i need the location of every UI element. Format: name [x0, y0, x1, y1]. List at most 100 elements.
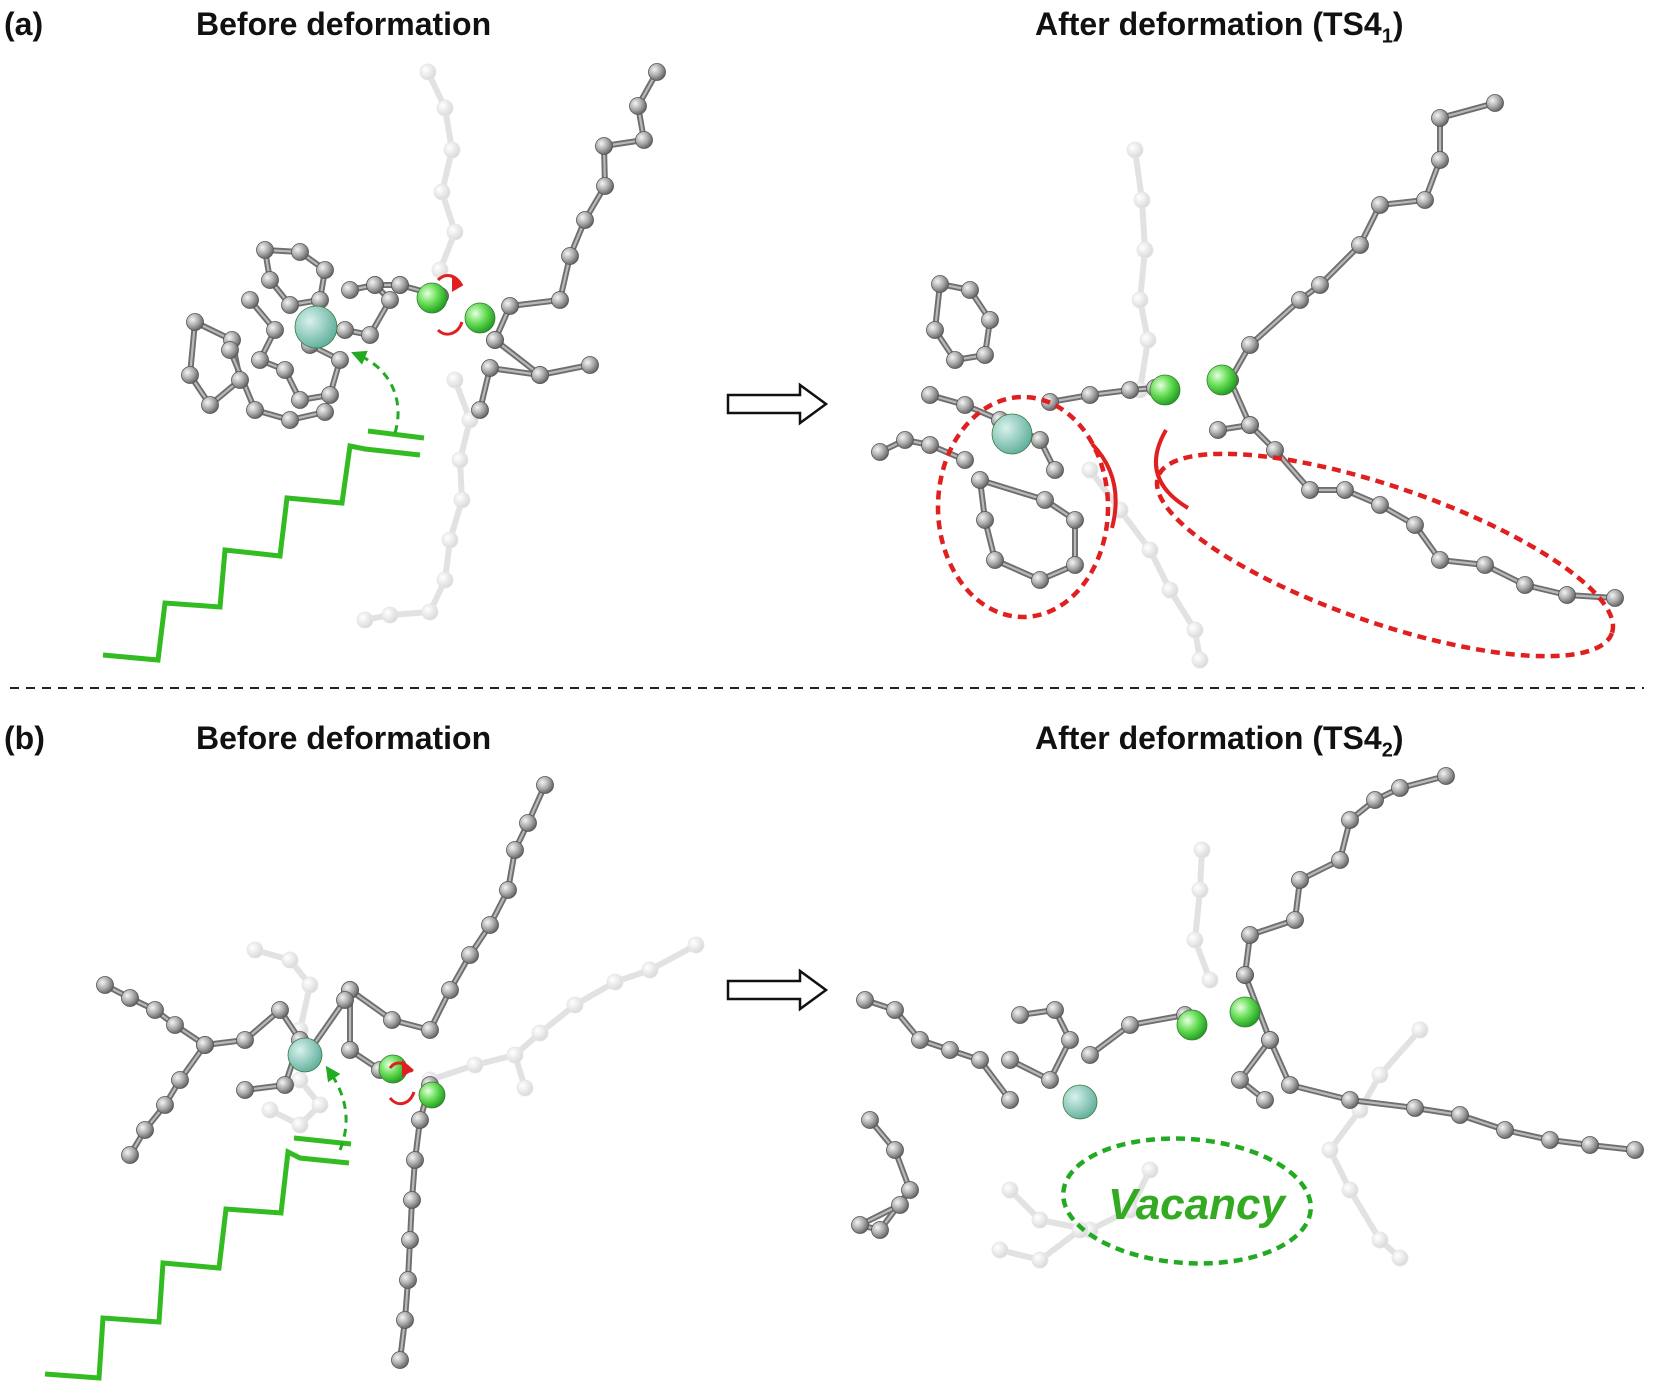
carbon-atom: [536, 776, 554, 794]
carbon-atom: [971, 471, 989, 489]
carbon-atom: [1256, 1091, 1274, 1109]
carbon-atom: [466, 1056, 484, 1074]
carbon-atom: [246, 401, 264, 419]
carbon-atom: [1406, 516, 1424, 534]
insertion-arrow-icon: [351, 350, 400, 434]
carbon-atom: [1186, 931, 1204, 949]
carbon-atom: [1193, 841, 1211, 859]
carbon-atom: [146, 1001, 164, 1019]
carbon-atom: [316, 261, 334, 279]
carbon-atom: [1241, 926, 1259, 944]
carbon-atom: [281, 296, 299, 314]
carbon-atom: [576, 211, 594, 229]
carbon-atom: [246, 941, 264, 959]
carbon-atom: [366, 276, 384, 294]
carbon-atom: [291, 1071, 309, 1089]
panel-a-label: (a): [4, 6, 44, 42]
carbon-atom: [991, 1241, 1009, 1259]
carbon-atom: [1281, 1076, 1299, 1094]
carbon-atom: [453, 491, 471, 509]
bond-highlight: [493, 338, 542, 377]
bond: [1137, 337, 1151, 393]
carbon-atom: [1241, 416, 1259, 434]
carbon-atom: [261, 1101, 279, 1119]
carbon-atom: [1341, 1181, 1359, 1199]
carbon-atom: [321, 386, 339, 404]
carbon-atom: [971, 1051, 989, 1069]
panel-a-after-title-sub: 1: [1381, 25, 1393, 48]
carbon-atom: [336, 321, 354, 339]
carbon-atom: [383, 1011, 401, 1029]
carbon-atom: [121, 989, 139, 1007]
carbon-atom: [261, 271, 279, 289]
carbon-atom: [316, 403, 334, 421]
bond-highlight: [1248, 298, 1302, 347]
metal-center-atom: [294, 305, 338, 349]
carbon-atom: [256, 241, 274, 259]
carbon-atom: [1496, 1121, 1514, 1139]
carbon-atom: [531, 1024, 549, 1042]
carbon-atom: [1331, 851, 1349, 869]
carbon-atom: [926, 321, 944, 339]
carbon-atom: [1486, 94, 1504, 112]
carbon-atom: [629, 97, 647, 115]
carbon-atom: [1121, 1016, 1139, 1034]
carbon-atom: [171, 1071, 189, 1089]
bond: [1132, 147, 1145, 203]
carbon-atom: [446, 371, 464, 389]
carbon-atom: [381, 606, 399, 624]
carbon-atom: [356, 611, 374, 629]
carbon-atom: [1431, 109, 1449, 127]
carbon-atom: [276, 361, 294, 379]
carbon-atom: [1191, 651, 1209, 669]
carbon-atom: [851, 1216, 869, 1234]
carbon-atom: [401, 1231, 419, 1249]
carbon-atom: [596, 177, 614, 195]
carbon-atom: [1046, 1001, 1064, 1019]
carbon-atom: [1031, 1251, 1049, 1269]
carbon-atom: [1046, 461, 1064, 479]
carbon-atom: [1011, 1006, 1029, 1024]
carbon-atom: [1558, 586, 1576, 604]
carbon-atom: [981, 311, 999, 329]
carbon-atom: [1001, 1091, 1019, 1109]
bond-highlight: [1128, 1013, 1187, 1027]
carbon-atom: [436, 571, 454, 589]
bond-highlight: [1348, 1098, 1417, 1110]
carbon-atom: [411, 1111, 429, 1129]
carbon-atom: [271, 1001, 289, 1019]
carbon-atom: [291, 391, 309, 409]
bond-highlight: [1438, 101, 1497, 120]
carbon-atom: [921, 386, 939, 404]
carbon-atom: [1131, 291, 1149, 309]
rotation-arrow-head: [452, 276, 462, 292]
carbon-atom: [1286, 911, 1304, 929]
carbon-atom: [1516, 576, 1534, 594]
green-carbon-atom: [416, 282, 448, 314]
rotation-arrow-icon: [436, 273, 464, 336]
carbon-atom: [1133, 191, 1151, 209]
carbon-atom: [436, 99, 454, 117]
carbon-atom: [481, 916, 499, 934]
carbon-atom: [446, 223, 464, 241]
carbon-atom: [551, 291, 569, 309]
steric-clash-right: [1153, 428, 1190, 510]
carbon-atom: [481, 359, 499, 377]
right-arrow-icon-b: [726, 968, 829, 1012]
carbon-atom: [861, 1111, 879, 1129]
carbon-atom: [499, 881, 517, 899]
panel-b-after-title-sub: 2: [1381, 739, 1393, 762]
carbon-atom: [1437, 767, 1455, 785]
carbon-atom: [931, 275, 949, 293]
carbon-atom: [1071, 1221, 1089, 1239]
carbon-atom: [121, 1146, 139, 1164]
carbon-atom: [1041, 1071, 1059, 1089]
carbon-atom: [561, 247, 579, 265]
carbon-atom: [1581, 1136, 1599, 1154]
panel-b-after-title-close: ): [1392, 720, 1404, 756]
carbon-atom: [1201, 971, 1219, 989]
carbon-atom: [1236, 966, 1254, 984]
carbon-atom: [1001, 1051, 1019, 1069]
carbon-atom: [871, 443, 889, 461]
carbon-atom: [1031, 431, 1049, 449]
